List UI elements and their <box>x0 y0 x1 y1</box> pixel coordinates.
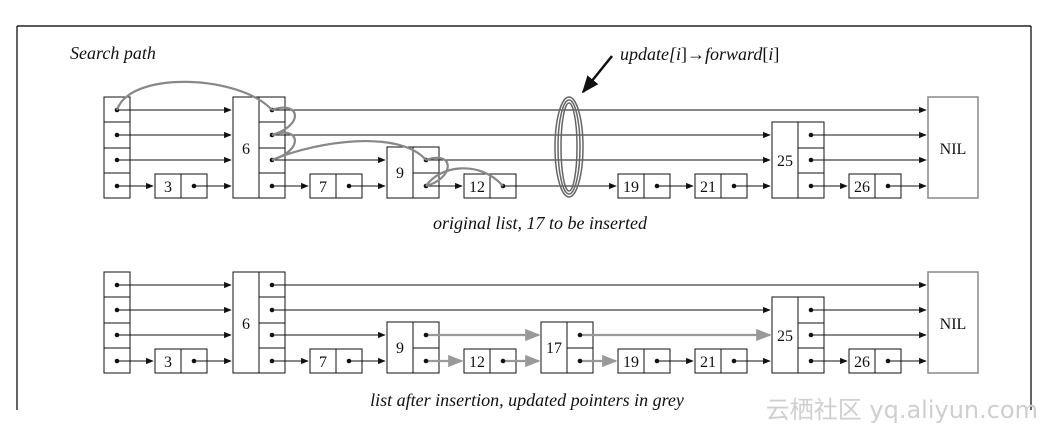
top-node-9-label: 9 <box>396 165 404 182</box>
bottom-node-9-label: 9 <box>396 340 404 357</box>
top-node-3-label: 3 <box>164 179 172 196</box>
top-node-6-label: 6 <box>242 141 250 158</box>
bottom-node-7-label: 7 <box>319 354 327 371</box>
bottom-nil-node <box>927 271 979 374</box>
bottom-node-19-label: 19 <box>623 354 639 371</box>
top-diagram: 6 3 7 9 12 19 21 25 26 <box>70 43 979 233</box>
bottom-pointers <box>117 281 927 365</box>
search-path-curves <box>115 80 504 188</box>
top-node-19-label: 19 <box>623 179 639 196</box>
updated-grey-pointers <box>426 328 772 368</box>
watermark: 云栖社区 yq.aliyun.com <box>766 396 1038 424</box>
bottom-nil-label: NIL <box>940 316 967 333</box>
top-nil-node <box>927 96 979 199</box>
bottom-pointer-dots <box>114 282 891 364</box>
top-pointers <box>117 106 927 190</box>
bottom-node-17-label: 17 <box>546 340 562 357</box>
top-node-12-label: 12 <box>469 179 485 196</box>
update-forward-label: update[i]→forward[i] <box>620 44 779 64</box>
top-node-26-label: 26 <box>854 179 870 196</box>
bottom-node-25-label: 25 <box>777 328 793 345</box>
bottom-caption: list after insertion, updated pointers i… <box>370 390 684 410</box>
bottom-node-3-label: 3 <box>164 354 172 371</box>
top-caption: original list, 17 to be inserted <box>433 213 648 233</box>
search-path-label: Search path <box>70 43 156 63</box>
bottom-diagram: 6 3 7 9 12 17 19 21 <box>103 271 979 410</box>
update-arrow <box>581 55 613 94</box>
bottom-node-21-label: 21 <box>700 354 716 371</box>
top-node-7-label: 7 <box>319 179 327 196</box>
bottom-node-26-label: 26 <box>854 354 870 371</box>
update-pointer-ring <box>554 96 584 198</box>
top-node-25-label: 25 <box>777 153 793 170</box>
bottom-node-6-label: 6 <box>242 316 250 333</box>
top-node-21-label: 21 <box>700 179 716 196</box>
bottom-node-12-label: 12 <box>469 354 485 371</box>
top-nil-label: NIL <box>940 141 967 158</box>
